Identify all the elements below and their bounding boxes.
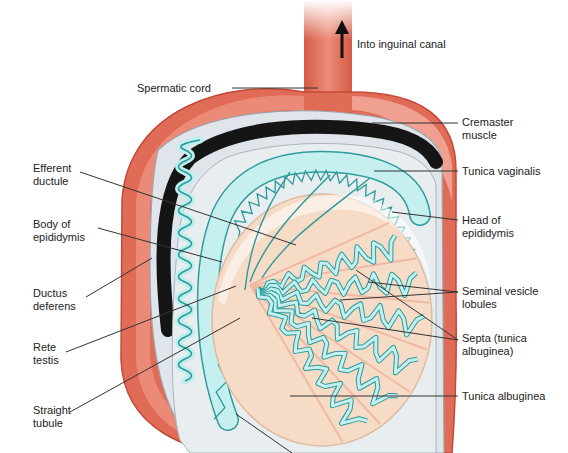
tubule-outline bbox=[258, 273, 416, 296]
tubule-outline bbox=[258, 289, 367, 423]
part-label: Ductus deferens bbox=[33, 287, 93, 313]
lobules bbox=[250, 223, 429, 442]
seminiferous-tubule bbox=[258, 289, 367, 423]
efferent-ductules bbox=[245, 172, 370, 290]
part-label: Seminal vesicle lobules bbox=[462, 285, 562, 311]
cord-fade bbox=[304, 0, 352, 40]
seminiferous-tubule bbox=[258, 273, 416, 296]
part-label: Head of epididymis bbox=[462, 214, 532, 240]
tunica-vaginalis bbox=[150, 111, 444, 453]
part-label: Tunica albuginea bbox=[462, 390, 562, 403]
part-label: Spermatic cord bbox=[137, 82, 237, 95]
tunica-albuginea-highlight bbox=[218, 195, 432, 305]
arrow-head bbox=[335, 20, 349, 34]
part-label: Efferent ductule bbox=[33, 162, 93, 188]
scrotum-wall bbox=[121, 89, 456, 453]
ductus-deferens bbox=[179, 140, 201, 381]
part-label: Septa (tunica albuginea) bbox=[462, 332, 562, 358]
arrow-shaft bbox=[341, 32, 344, 58]
leader-lines bbox=[66, 88, 458, 453]
part-label: Into inguinal canal bbox=[357, 38, 497, 51]
part-label: Tunica vaginalis bbox=[462, 165, 562, 178]
part-label: Rete testis bbox=[33, 341, 73, 367]
part-label: Straight tubule bbox=[33, 404, 88, 430]
part-label: Cremaster muscle bbox=[462, 116, 532, 142]
ductus-duct bbox=[179, 140, 201, 381]
part-label: Body of epididymis bbox=[33, 218, 95, 244]
